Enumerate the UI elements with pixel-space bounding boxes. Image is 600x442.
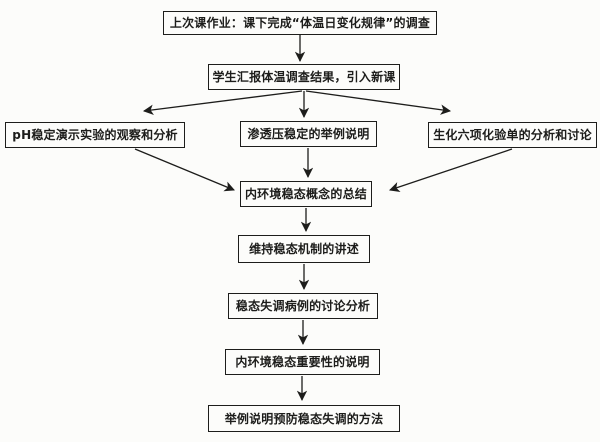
flow-node-ph: pH稳定演示实验的观察和分析 xyxy=(5,122,185,148)
flow-node-report: 学生汇报体温调查结果，引入新课 xyxy=(208,64,400,90)
edge-biochem-summary xyxy=(389,148,513,192)
edge-report-biochem xyxy=(305,90,452,115)
edge-report-ph xyxy=(142,90,303,115)
flow-node-homework: 上次课作业：课下完成“体温日变化规律”的调查 xyxy=(163,11,437,35)
flow-node-osmotic: 渗透压稳定的举例说明 xyxy=(240,121,377,147)
flow-node-mechanism: 维持稳态机制的讲述 xyxy=(238,235,370,263)
flow-node-biochem: 生化六项化验单的分析和讨论 xyxy=(428,122,597,148)
flow-node-cases: 稳态失调病例的讨论分析 xyxy=(228,293,378,319)
edge-ph-summary xyxy=(134,148,235,192)
flow-node-prevention: 举例说明预防稳态失调的方法 xyxy=(208,405,400,432)
flow-node-importance: 内环境稳态重要性的说明 xyxy=(225,349,380,375)
flow-node-summary: 内环境稳态概念的总结 xyxy=(240,181,372,207)
